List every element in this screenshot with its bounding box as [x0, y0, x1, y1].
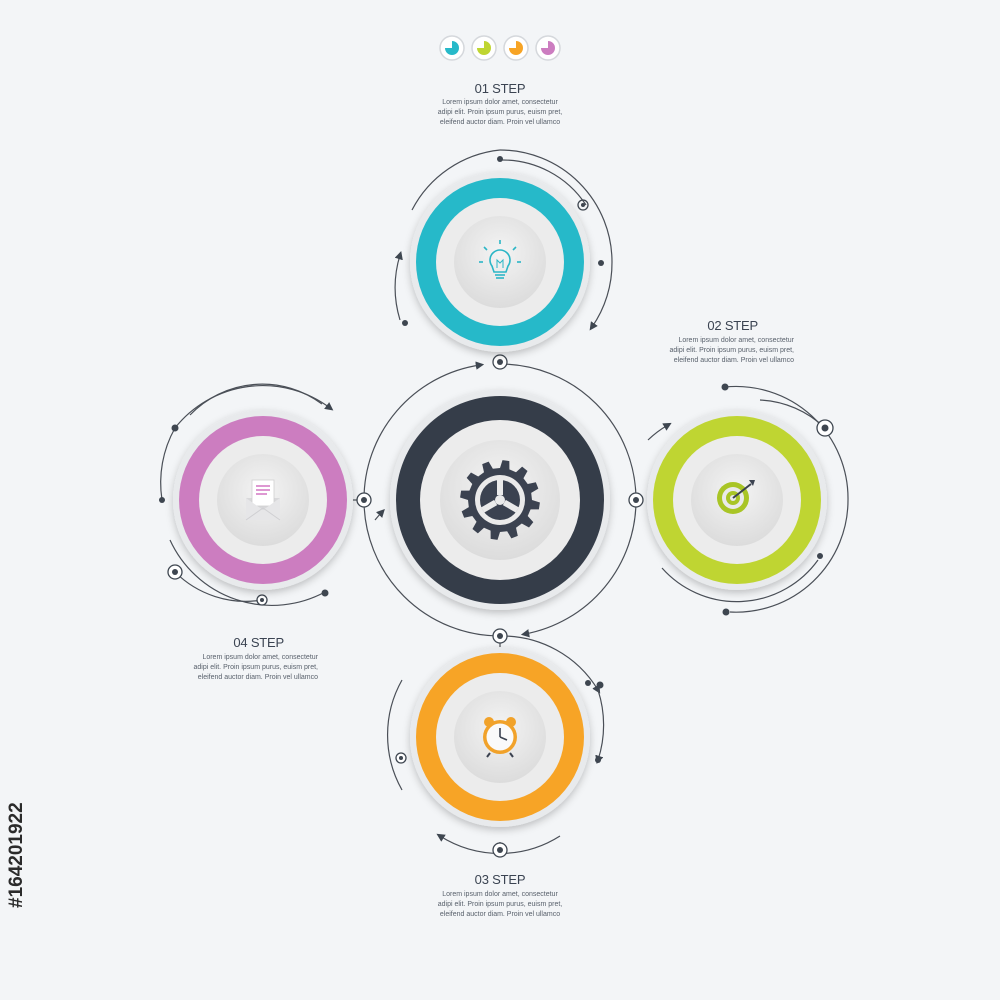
- step-4-line-3: eleifend auctor diam. Proin vel ullamco: [197, 674, 318, 681]
- step-3-line-2: adipi elit. Proin ipsum purus, euism pre…: [437, 901, 563, 908]
- envelope-letter-icon: [245, 479, 281, 521]
- stock-id-watermark: #164201922: [6, 802, 27, 908]
- step-1-title: 01 STEP: [474, 81, 526, 96]
- legend-swatch-pink: [535, 35, 561, 61]
- step-4-line-2: adipi elit. Proin ipsum purus, euism pre…: [193, 664, 319, 671]
- legend-swatch-green-fill: [477, 41, 491, 55]
- step-3-title: 03 STEP: [474, 872, 526, 887]
- legend-swatch-orange: [503, 35, 529, 61]
- step-2-line-1: Lorem ipsum dolor amet, consectetur: [678, 337, 794, 344]
- step-2-description: Lorem ipsum dolor amet, consectetur adipi…: [598, 336, 795, 366]
- gear-icon: [460, 460, 540, 540]
- step-1-node: [410, 172, 590, 352]
- step-3-line-3: eleifend auctor diam. Proin vel ullamco: [439, 911, 561, 918]
- legend-swatch-green: [471, 35, 497, 61]
- step-2-title: 02 STEP: [707, 318, 758, 333]
- connector-nodes: [159, 156, 834, 858]
- step-1-description: Lorem ipsum dolor amet, consectetur adipi…: [410, 98, 590, 128]
- legend: [439, 35, 561, 61]
- legend-swatch-orange-fill: [509, 41, 523, 55]
- lightbulb-icon: [479, 240, 521, 279]
- step-2-line-3: eleifend auctor diam. Proin vel ullamco: [673, 357, 794, 364]
- step-3-description: Lorem ipsum dolor amet, consectetur adipi…: [410, 890, 590, 920]
- step-1-line-3: eleifend auctor diam. Proin vel ullamco: [439, 119, 561, 126]
- step-4-title: 04 STEP: [233, 635, 284, 650]
- target-icon: [717, 480, 755, 514]
- step-4-line-1: Lorem ipsum dolor amet, consectetur: [202, 654, 318, 661]
- legend-swatch-teal-fill: [445, 41, 459, 55]
- step-1-line-2: adipi elit. Proin ipsum purus, euism pre…: [437, 109, 563, 116]
- step-3-line-1: Lorem ipsum dolor amet, consectetur: [442, 891, 558, 898]
- step-2-line-2: adipi elit. Proin ipsum purus, euism pre…: [669, 347, 795, 354]
- legend-swatch-pink-fill: [541, 41, 555, 55]
- connector-lines: [160, 149, 849, 854]
- alarm-clock-icon: [483, 717, 517, 758]
- legend-swatch-teal: [439, 35, 465, 61]
- step-4-description: Lorem ipsum dolor amet, consectetur adipi…: [122, 653, 319, 683]
- step-1-line-1: Lorem ipsum dolor amet, consectetur: [442, 99, 558, 106]
